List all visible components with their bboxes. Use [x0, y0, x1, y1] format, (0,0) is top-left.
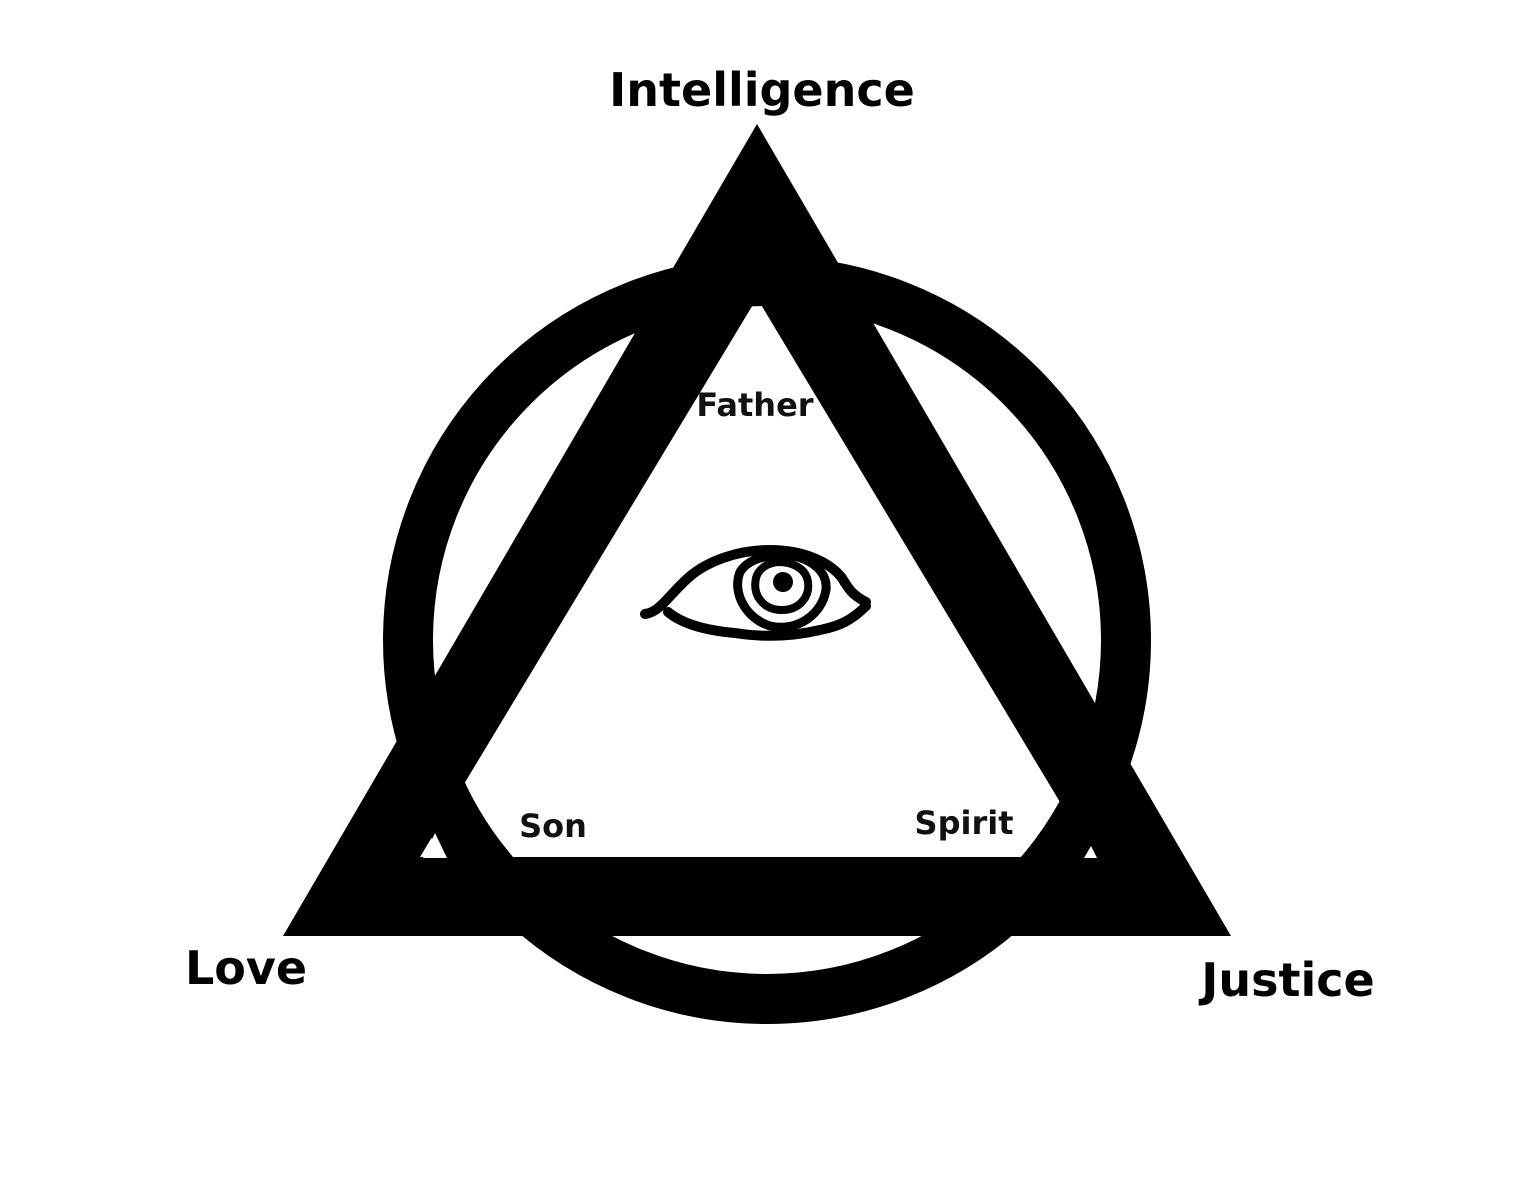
ring-overlap	[425, 802, 1109, 920]
weave-gaps	[423, 833, 1097, 858]
label-love: Love	[185, 941, 307, 995]
label-justice: Justice	[1198, 953, 1374, 1007]
label-intelligence: Intelligence	[609, 63, 915, 117]
label-son: Son	[519, 807, 587, 845]
label-father: Father	[696, 386, 813, 424]
triangle-frame	[283, 124, 1231, 936]
eye-icon	[640, 545, 871, 641]
label-spirit: Spirit	[915, 804, 1014, 842]
